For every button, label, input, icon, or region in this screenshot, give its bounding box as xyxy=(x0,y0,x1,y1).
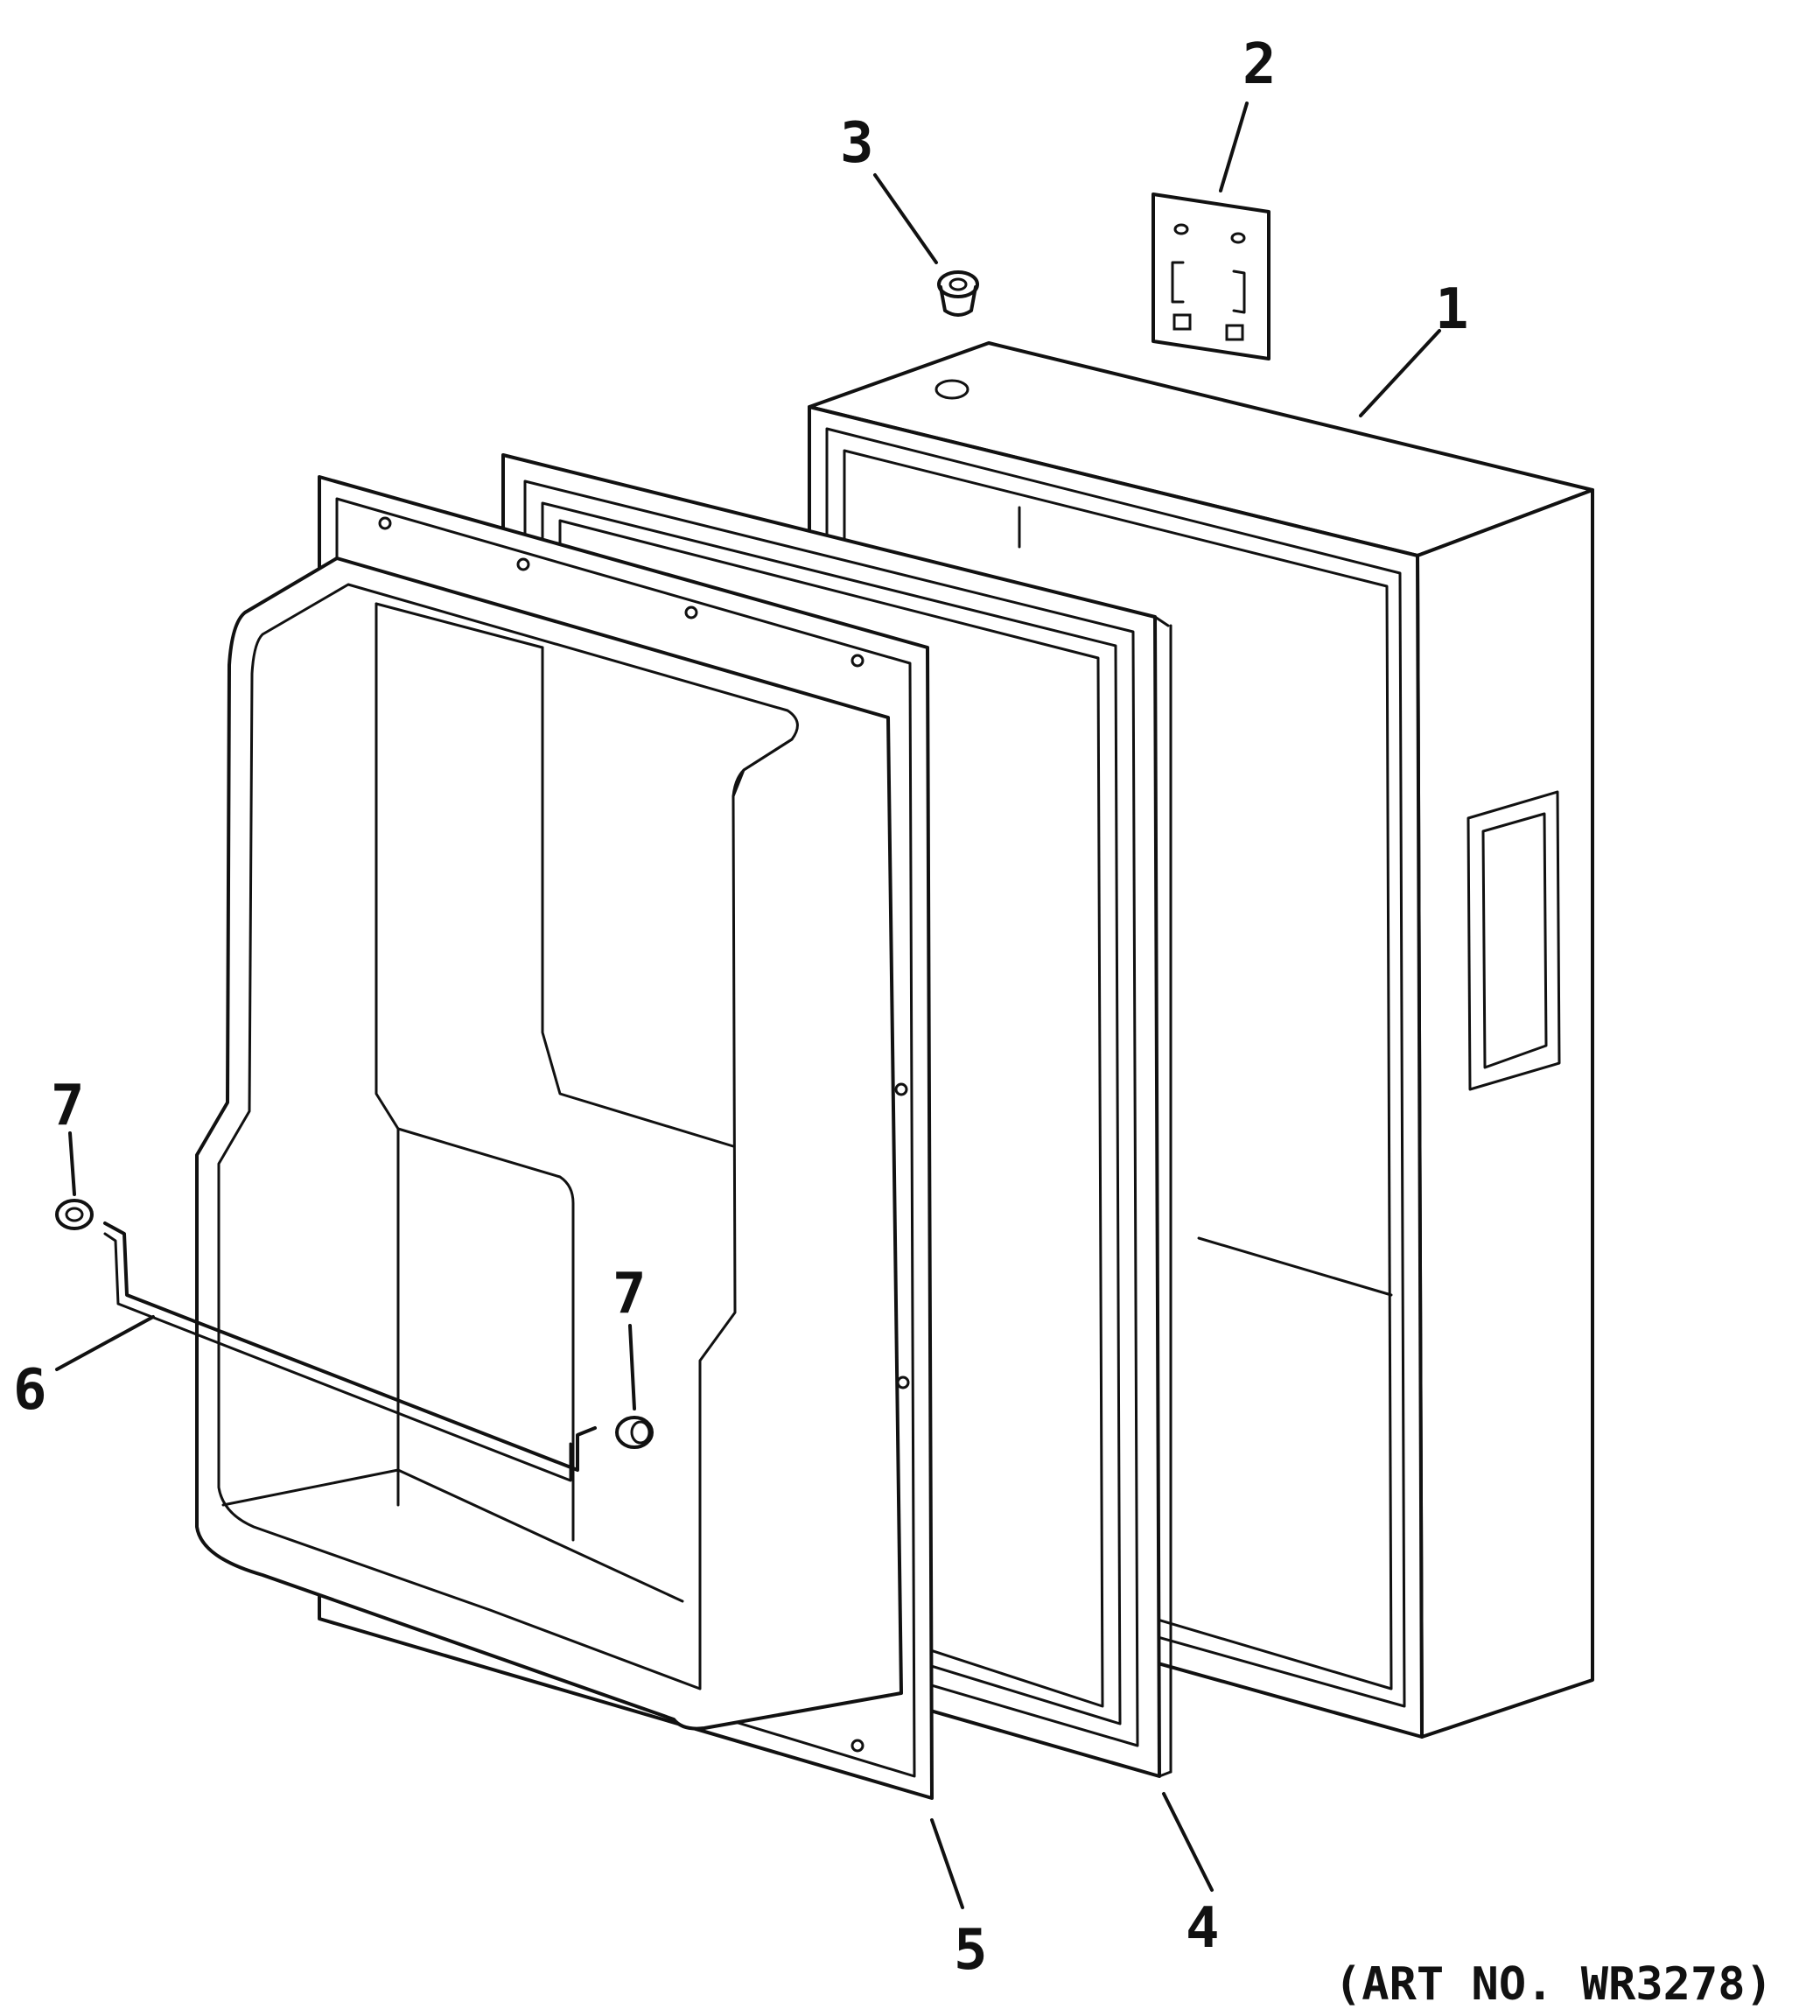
callout-4: 4 xyxy=(1186,1896,1220,1961)
callout-2: 2 xyxy=(1242,32,1277,97)
callout-5: 5 xyxy=(954,1918,988,1983)
callout-6: 6 xyxy=(13,1358,47,1423)
art-number: (ART NO. WR3278) xyxy=(1334,1958,1773,2011)
part-5-door-liner xyxy=(195,475,934,1800)
leader-lines xyxy=(55,102,1441,1909)
part-7-bushing-right xyxy=(615,1416,654,1449)
part-6-shelf-rod xyxy=(103,1222,597,1482)
part-2-hinge-plate xyxy=(1152,192,1270,360)
callout-3: 3 xyxy=(840,111,874,176)
callout-7-left: 7 xyxy=(51,1074,85,1138)
callout-7-right: 7 xyxy=(612,1262,647,1326)
side-handle-recess xyxy=(1466,790,1561,1091)
callout-1: 1 xyxy=(1435,277,1469,342)
part-7-bushing-left xyxy=(55,1199,94,1230)
part-3-plug xyxy=(937,270,979,317)
